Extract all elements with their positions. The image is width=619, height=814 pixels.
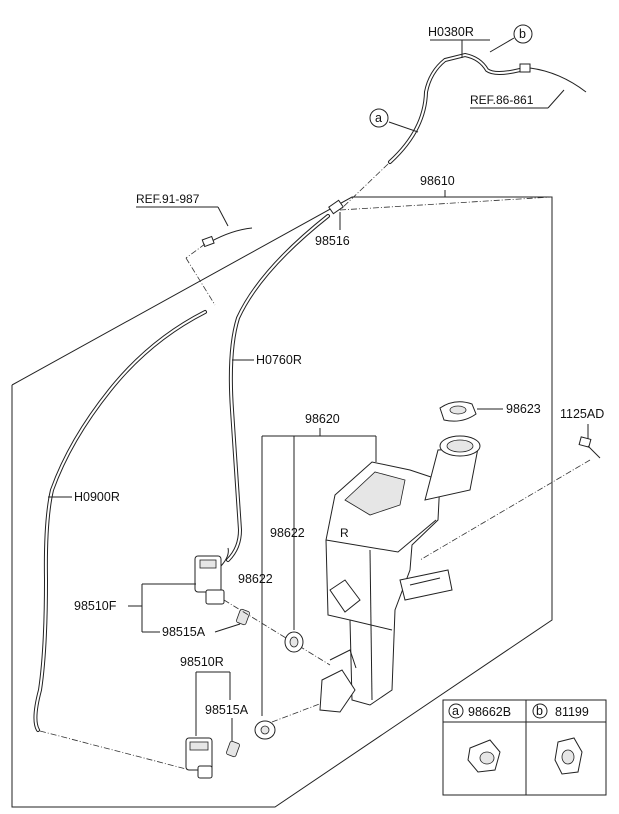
label-98510f: 98510F xyxy=(74,599,117,613)
hose-h0900r xyxy=(33,310,207,732)
callout-b: b xyxy=(489,24,533,53)
label-h0380r: H0380R xyxy=(428,25,474,39)
legend-a-part: 98662B xyxy=(468,705,511,719)
label-1125ad: 1125AD xyxy=(560,407,604,421)
label-h0900r: H0900R xyxy=(74,490,120,504)
label-98623: 98623 xyxy=(506,402,541,416)
label-98620: 98620 xyxy=(305,412,340,426)
grommet-98515a-bottom xyxy=(226,740,240,758)
bolt-1125ad xyxy=(578,436,601,459)
grommet-98622-upper xyxy=(284,631,304,653)
legend-b-letter: b xyxy=(536,704,543,718)
clip-81199 xyxy=(554,737,583,775)
pump-98510f xyxy=(194,547,229,605)
legend-b-part: 81199 xyxy=(555,705,589,719)
reservoir-98620: R xyxy=(319,435,481,713)
legend-a-letter: a xyxy=(452,704,459,718)
svg-text:b: b xyxy=(519,27,526,41)
label-98515a-bottom: 98515A xyxy=(205,703,249,717)
label-98515a-top: 98515A xyxy=(162,625,206,639)
grommet-98622-lower xyxy=(254,720,276,740)
hose-h0760r xyxy=(226,214,330,562)
cap-98623 xyxy=(439,401,477,422)
hose-h0380r xyxy=(388,52,587,164)
label-98622-lower: 98622 xyxy=(238,572,273,586)
grommet-98515a-top xyxy=(236,608,250,626)
label-98510r: 98510R xyxy=(180,655,224,669)
ref-91-987: REF.91-987 xyxy=(136,192,200,206)
connector-98516 xyxy=(328,199,344,230)
svg-text:a: a xyxy=(375,111,382,125)
callout-a: a xyxy=(369,108,419,133)
pump-98510r xyxy=(185,737,213,779)
label-98516: 98516 xyxy=(315,234,350,248)
label-h0760r: H0760R xyxy=(256,353,302,367)
assembly-outline xyxy=(11,196,553,808)
legend-table: a 98662B b 81199 xyxy=(442,699,607,796)
clip-98662b xyxy=(467,739,501,773)
label-98622-upper: 98622 xyxy=(270,526,305,540)
svg-text:R: R xyxy=(340,526,349,540)
ref-86-861: REF.86-861 xyxy=(470,93,534,107)
label-98610: 98610 xyxy=(420,174,455,188)
